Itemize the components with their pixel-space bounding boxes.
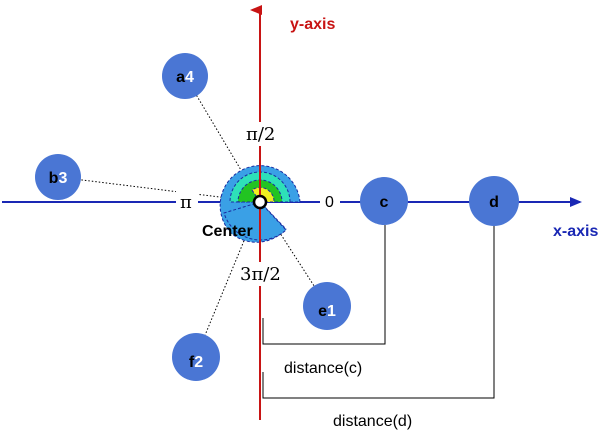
angle-pi-bg <box>176 190 198 212</box>
svg-text:a4: a4 <box>176 69 194 86</box>
distance-brackets <box>262 225 495 399</box>
sector-rings <box>219 165 301 243</box>
distance-c-label: distance(c) <box>284 360 362 377</box>
angle-half-pi: π/2 <box>246 124 275 145</box>
node-a-digit: 4 <box>185 69 194 86</box>
angle-three-half-pi-bg <box>238 262 284 286</box>
svg-text:f2: f2 <box>189 354 203 371</box>
y-axis-label: y-axis <box>290 16 335 33</box>
center-point <box>252 194 268 210</box>
angle-zero-bg <box>320 190 340 212</box>
bracket-d <box>262 225 495 399</box>
angle-pi: π <box>180 192 192 213</box>
svg-text:b3: b3 <box>49 170 68 187</box>
x-axis-label: x-axis <box>553 223 598 240</box>
sector-lower <box>223 201 287 241</box>
node-d-letter: d <box>489 194 499 211</box>
angle-zero: 0 <box>325 194 334 211</box>
svg-text:d: d <box>489 194 499 211</box>
svg-text:e1: e1 <box>318 303 336 320</box>
node-d: d <box>469 176 519 226</box>
node-a-letter: a <box>176 69 185 86</box>
node-e-letter: e <box>318 303 327 320</box>
center-label: Center <box>202 223 253 240</box>
node-b-letter: b <box>49 170 59 187</box>
node-f-digit: 2 <box>194 354 203 371</box>
node-b-digit: 3 <box>58 170 67 187</box>
nodes: a4 b3 c d e1 <box>35 53 519 381</box>
angle-three-half-pi: 3π/2 <box>240 264 281 285</box>
distance-d-label: distance(d) <box>333 413 412 430</box>
angle-half-pi-bg <box>243 122 279 146</box>
node-b: b3 <box>35 154 81 200</box>
bracket-c <box>262 225 386 345</box>
node-c-letter: c <box>380 194 389 211</box>
node-e: e1 <box>303 282 351 330</box>
node-a: a4 <box>162 53 208 99</box>
node-f-letter: f <box>189 354 195 371</box>
node-c: c <box>360 177 408 225</box>
svg-text:c: c <box>380 194 389 211</box>
node-e-digit: 1 <box>327 303 336 320</box>
sector-inner <box>251 187 275 203</box>
node-f: f2 <box>172 333 220 381</box>
connector-lines <box>57 75 328 358</box>
connector-b <box>57 176 261 203</box>
